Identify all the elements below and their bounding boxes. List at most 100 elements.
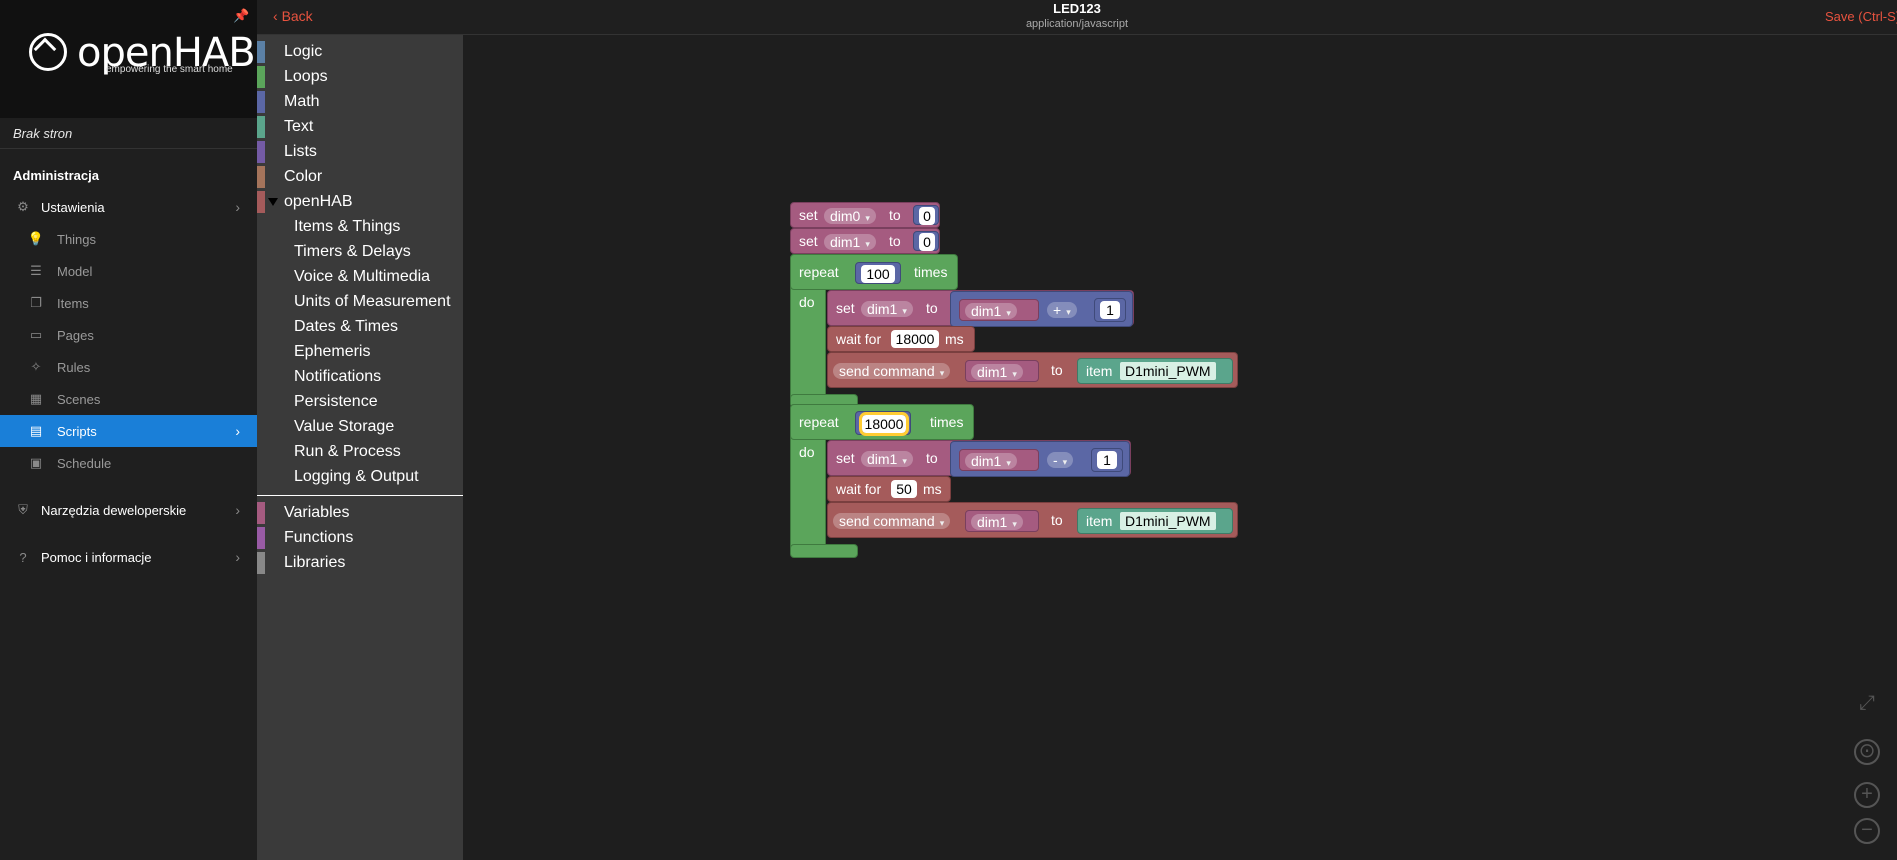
set-variable-block[interactable]: set dim1▾ to dim1▾ +▾ 1	[827, 290, 1134, 327]
fullscreen-icon[interactable]: ⤢	[1859, 692, 1875, 714]
item-block[interactable]: item D1mini_PWM	[1077, 508, 1233, 534]
toolbox-category-logging-output[interactable]: Logging & Output	[257, 466, 463, 488]
variable-dropdown[interactable]: dim1▾	[824, 234, 876, 250]
variable-get-block[interactable]: dim1▾	[965, 510, 1039, 532]
variable-dropdown[interactable]: dim1▾	[971, 364, 1023, 380]
toolbox-category-variables[interactable]: Variables	[257, 502, 463, 524]
number-field[interactable]: 18000	[891, 330, 939, 348]
operator-dropdown[interactable]: +▾	[1047, 302, 1077, 318]
toolbox-category-openhab[interactable]: openHAB	[257, 191, 463, 213]
category-label: Text	[284, 118, 314, 135]
toolbox-category-logic[interactable]: Logic	[257, 41, 463, 63]
category-color-bar	[257, 66, 265, 88]
film-icon: ▦	[29, 391, 43, 406]
sidebar-item-schedule[interactable]: ▣ Schedule	[0, 447, 257, 479]
item-block[interactable]: item D1mini_PWM	[1077, 358, 1233, 384]
variable-dropdown[interactable]: dim1▾	[965, 453, 1017, 469]
variable-get-block[interactable]: dim1▾	[965, 360, 1039, 382]
toolbox-category-math[interactable]: Math	[257, 91, 463, 113]
toolbox-category-run-process[interactable]: Run & Process	[257, 441, 463, 463]
toolbox-category-voice-multimedia[interactable]: Voice & Multimedia	[257, 266, 463, 288]
variable-get-block[interactable]: dim1▾	[959, 449, 1039, 471]
number-block[interactable]: 18000	[855, 411, 911, 436]
toolbox-category-loops[interactable]: Loops	[257, 66, 463, 88]
toolbox-category-timers-delays[interactable]: Timers & Delays	[257, 241, 463, 263]
set-variable-block[interactable]: set dim1▾ to 0	[790, 228, 940, 254]
number-field-selected[interactable]: 18000	[859, 412, 909, 436]
category-label: Loops	[284, 68, 328, 85]
send-command-block[interactable]: send command▾ dim1▾ to item D1mini_PWM	[827, 352, 1238, 388]
item-name-field[interactable]: D1mini_PWM	[1120, 362, 1216, 380]
sidebar-item-model[interactable]: ☰ Model	[0, 255, 257, 287]
save-button[interactable]: Save (Ctrl-S)	[1825, 9, 1897, 24]
category-label: Ephemeris	[294, 343, 371, 360]
repeat-block-header[interactable]: repeat 100 times	[790, 254, 958, 290]
math-arithmetic-block[interactable]: dim1▾ -▾ 1	[950, 441, 1130, 477]
set-variable-block[interactable]: set dim0▾ to 0	[790, 202, 940, 228]
variable-get-block[interactable]: dim1▾	[959, 299, 1039, 321]
toolbox-category-functions[interactable]: Functions	[257, 527, 463, 549]
toolbox-category-color[interactable]: Color	[257, 166, 463, 188]
toolbox-category-libraries[interactable]: Libraries	[257, 552, 463, 574]
number-field[interactable]: 100	[861, 265, 895, 283]
toolbox-category-units[interactable]: Units of Measurement	[257, 291, 463, 313]
number-field[interactable]: 1	[1097, 451, 1117, 469]
command-type-dropdown[interactable]: send command▾	[833, 363, 951, 379]
dropdown-arrow-icon: ▾	[1006, 308, 1011, 318]
math-arithmetic-block[interactable]: dim1▾ +▾ 1	[950, 291, 1133, 327]
send-command-block[interactable]: send command▾ dim1▾ to item D1mini_PWM	[827, 502, 1238, 538]
dropdown-arrow-icon: ▾	[1066, 307, 1071, 317]
repeat-block-header[interactable]: repeat 18000 times	[790, 404, 974, 440]
variable-dropdown[interactable]: dim1▾	[965, 303, 1017, 319]
variable-dropdown[interactable]: dim1▾	[861, 301, 913, 317]
variable-dropdown[interactable]: dim1▾	[861, 451, 913, 467]
shield-icon: ⛨	[18, 502, 28, 517]
number-field[interactable]: 50	[891, 480, 917, 498]
category-color-bar	[257, 141, 265, 163]
category-label: Run & Process	[294, 443, 401, 460]
number-block[interactable]: 0	[913, 205, 939, 225]
variable-dropdown[interactable]: dim0▾	[824, 208, 876, 224]
command-type-dropdown[interactable]: send command▾	[833, 513, 951, 529]
blockly-workspace[interactable]: set dim0▾ to 0 set dim1▾ to 0 repeat 100…	[463, 35, 1897, 860]
number-block[interactable]: 0	[913, 231, 939, 251]
number-field[interactable]: 0	[919, 233, 935, 251]
wait-block[interactable]: wait for 50 ms	[827, 476, 951, 502]
sidebar-item-developer-tools[interactable]: ⛨ Narzędzia deweloperskie ›	[0, 494, 257, 526]
toolbox-category-notifications[interactable]: Notifications	[257, 366, 463, 388]
number-block[interactable]: 1	[1091, 448, 1123, 472]
sidebar-item-scenes[interactable]: ▦ Scenes	[0, 383, 257, 415]
divider	[0, 148, 257, 149]
zoom-in-icon[interactable]: +	[1854, 782, 1880, 808]
toolbox-category-dates-times[interactable]: Dates & Times	[257, 316, 463, 338]
number-block[interactable]: 100	[855, 262, 901, 284]
recenter-icon[interactable]: ⊙	[1854, 739, 1880, 765]
sidebar-item-things[interactable]: 💡 Things	[0, 223, 257, 255]
pin-icon[interactable]: 📌	[233, 8, 250, 23]
toolbox-category-lists[interactable]: Lists	[257, 141, 463, 163]
sidebar-item-settings[interactable]: ⚙ Ustawienia ›	[0, 191, 257, 223]
number-field[interactable]: 1	[1100, 301, 1120, 319]
sidebar-item-items[interactable]: ❐ Items	[0, 287, 257, 319]
zoom-out-icon[interactable]: −	[1854, 818, 1880, 844]
toolbox-category-persistence[interactable]: Persistence	[257, 391, 463, 413]
wait-block[interactable]: wait for 18000 ms	[827, 326, 975, 352]
openhab-logo-icon	[29, 33, 67, 71]
toolbox-category-text[interactable]: Text	[257, 116, 463, 138]
item-name-field[interactable]: D1mini_PWM	[1120, 512, 1216, 530]
operator-dropdown[interactable]: -▾	[1047, 452, 1074, 468]
sidebar-item-scripts[interactable]: ▤ Scripts ›	[0, 415, 257, 447]
back-button[interactable]: ‹ Back	[273, 8, 313, 24]
variable-dropdown[interactable]: dim1▾	[971, 514, 1023, 530]
number-block[interactable]: 1	[1094, 298, 1126, 322]
toolbox-category-items-things[interactable]: Items & Things	[257, 216, 463, 238]
toolbox-category-value-storage[interactable]: Value Storage	[257, 416, 463, 438]
sidebar-item-help[interactable]: ? Pomoc i informacje ›	[0, 541, 257, 573]
block-label: to	[926, 450, 938, 466]
number-field[interactable]: 0	[919, 207, 935, 225]
dropdown-arrow-icon: ▾	[1062, 457, 1068, 467]
sidebar-item-rules[interactable]: ✧ Rules	[0, 351, 257, 383]
toolbox-category-ephemeris[interactable]: Ephemeris	[257, 341, 463, 363]
sidebar-item-pages[interactable]: ▭ Pages	[0, 319, 257, 351]
set-variable-block[interactable]: set dim1▾ to dim1▾ -▾ 1	[827, 440, 1131, 477]
